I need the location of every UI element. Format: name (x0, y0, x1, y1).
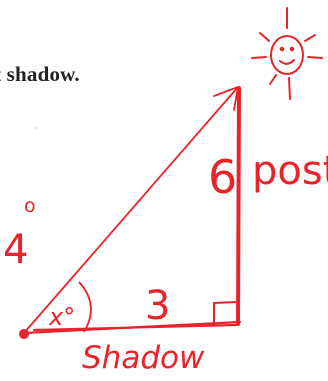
scan-speck (34, 127, 36, 129)
hypotenuse-line (23, 86, 239, 334)
sun-icon (251, 7, 323, 100)
right-angle-mark-icon (213, 301, 237, 325)
angle-label: x° (48, 303, 75, 331)
printed-text-fragment: t shadow. (0, 62, 80, 86)
shadow-line (22, 320, 242, 335)
degree-mark: o (24, 195, 36, 217)
post-label: post (252, 148, 328, 194)
hypotenuse-label: 4 (3, 227, 28, 273)
base-label: 3 (145, 283, 170, 329)
height-label: 6 (208, 150, 237, 204)
vertex-dot (19, 329, 29, 339)
post-line (236, 86, 241, 326)
angle-arc-icon (78, 281, 92, 333)
shadow-label: Shadow (82, 340, 205, 376)
